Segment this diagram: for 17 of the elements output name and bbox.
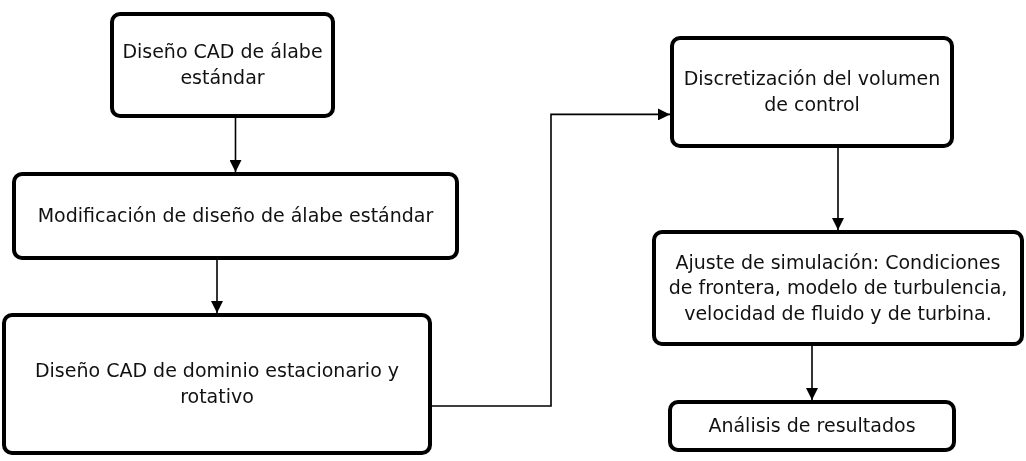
process-box (652, 230, 1024, 346)
box-label: Ajuste de simulación: Condiciones de frontera, modelo de turbulencia, velocidad de fluido y de turbina. (667, 249, 1009, 326)
box-label: Diseño CAD de dominio estacionario y rotativo (33, 358, 401, 409)
arrow (832, 147, 844, 231)
process-box (2, 313, 432, 455)
process-box (668, 400, 956, 452)
arrow (229, 117, 242, 173)
process-box (110, 12, 335, 118)
arrow (806, 345, 818, 401)
box-label: Discretización del volumen de control (682, 66, 942, 117)
arrow (431, 108, 671, 407)
box-label: Modificación de diseño de álabe estándar (37, 203, 434, 229)
box-label: Análisis de resultados (708, 413, 916, 439)
process-box (670, 36, 954, 148)
arrow (211, 259, 223, 314)
process-box (12, 172, 459, 260)
box-label: Diseño CAD de álabe estándar (122, 39, 323, 90)
